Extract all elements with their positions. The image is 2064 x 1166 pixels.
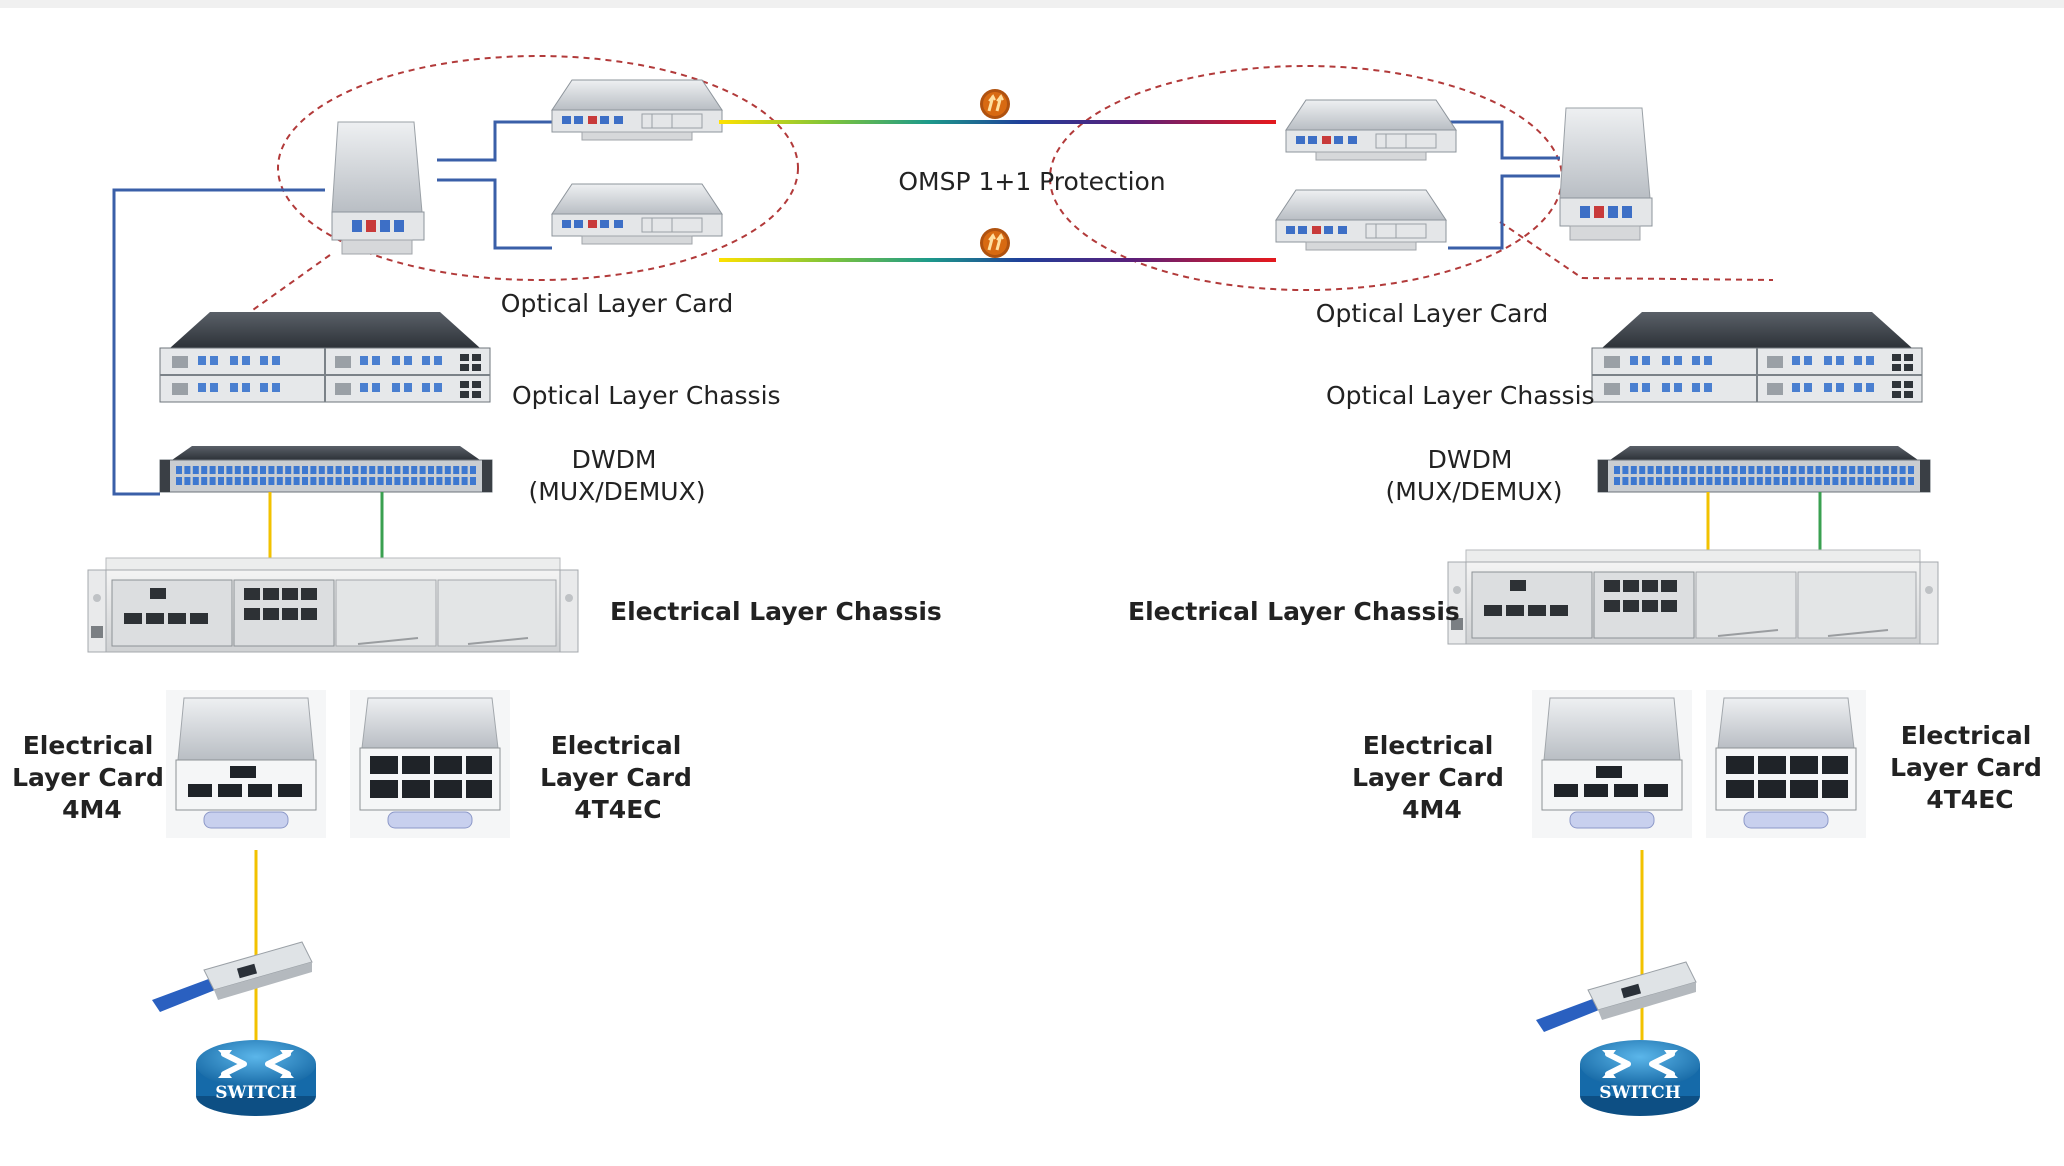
left-switch-icon bbox=[196, 1040, 316, 1116]
right-4m4-label-line2: Layer Card bbox=[1352, 763, 1504, 792]
right-zoom-pointer-a bbox=[1499, 221, 1583, 279]
omsp-label: OMSP 1+1 Protection bbox=[898, 167, 1165, 196]
top-strip bbox=[0, 0, 2064, 8]
left-4t4ec-label-line1: Electrical bbox=[551, 731, 682, 760]
right-dwdm bbox=[1597, 445, 1931, 493]
right-vertical-optical-card bbox=[1559, 107, 1653, 241]
left-4m4-label-line1: Electrical bbox=[23, 731, 154, 760]
right-electrical-chassis bbox=[1447, 549, 1939, 645]
right-electrical-chassis-label: Electrical Layer Chassis bbox=[1128, 597, 1460, 626]
left-zoom-pointer bbox=[249, 254, 331, 313]
left-4m4-label-line3: 4M4 bbox=[62, 795, 122, 824]
left-optical-card-bottom bbox=[551, 183, 723, 245]
right-switch-label: SWITCH bbox=[1599, 1083, 1681, 1103]
left-transceiver-icon bbox=[151, 941, 313, 1013]
left-switch-label: SWITCH bbox=[215, 1083, 297, 1103]
left-optical-card-label: Optical Layer Card bbox=[501, 289, 733, 318]
left-4m4-label-line2: Layer Card bbox=[12, 763, 164, 792]
fiber-break-icon-bottom bbox=[978, 226, 1012, 260]
left-vertical-optical-card bbox=[331, 121, 425, 255]
left-dwdm bbox=[159, 445, 493, 493]
left-optical-chassis-label: Optical Layer Chassis bbox=[512, 381, 781, 410]
left-dwdm-label: DWDM bbox=[572, 445, 657, 474]
omsp-links bbox=[719, 87, 1276, 262]
right-4t4ec-label-line1: Electrical bbox=[1901, 721, 2032, 750]
left-4t4ec-label-line3: 4T4EC bbox=[574, 795, 661, 824]
left-card-4t4ec bbox=[349, 689, 511, 839]
right-optical-chassis-label: Optical Layer Chassis bbox=[1326, 381, 1595, 410]
right-optical-card-bottom bbox=[1275, 189, 1447, 251]
right-dwdm-sublabel: (MUX/DEMUX) bbox=[1386, 477, 1563, 506]
left-optical-chassis bbox=[159, 311, 491, 403]
right-4t4ec-label-line2: Layer Card bbox=[1890, 753, 2042, 782]
right-card-4m4 bbox=[1531, 689, 1693, 839]
right-switch-icon bbox=[1580, 1040, 1700, 1116]
left-optical-card-top bbox=[551, 79, 723, 141]
right-card-4t4ec bbox=[1705, 689, 1867, 839]
left-site bbox=[87, 55, 799, 1116]
right-site bbox=[1049, 65, 1939, 1116]
right-zoom-pointer-b bbox=[1581, 277, 1774, 281]
left-card-4m4 bbox=[165, 689, 327, 839]
left-4t4ec-label-line2: Layer Card bbox=[540, 763, 692, 792]
right-4m4-label-line1: Electrical bbox=[1363, 731, 1494, 760]
left-electrical-chassis-label: Electrical Layer Chassis bbox=[610, 597, 942, 626]
right-4t4ec-label-line3: 4T4EC bbox=[1926, 785, 2013, 814]
left-optical-zoom-ellipse bbox=[277, 55, 799, 281]
left-dwdm-sublabel: (MUX/DEMUX) bbox=[529, 477, 706, 506]
right-dwdm-label: DWDM bbox=[1428, 445, 1513, 474]
right-blue-links bbox=[1448, 120, 1560, 250]
right-transceiver-icon bbox=[1535, 961, 1697, 1033]
right-optical-card-top bbox=[1285, 99, 1457, 161]
right-optical-chassis bbox=[1591, 311, 1923, 403]
left-blue-links bbox=[112, 120, 552, 496]
fiber-break-icon-top bbox=[978, 87, 1012, 121]
left-electrical-chassis bbox=[87, 557, 579, 653]
right-4m4-label-line3: 4M4 bbox=[1402, 795, 1462, 824]
right-optical-card-label: Optical Layer Card bbox=[1316, 299, 1548, 328]
